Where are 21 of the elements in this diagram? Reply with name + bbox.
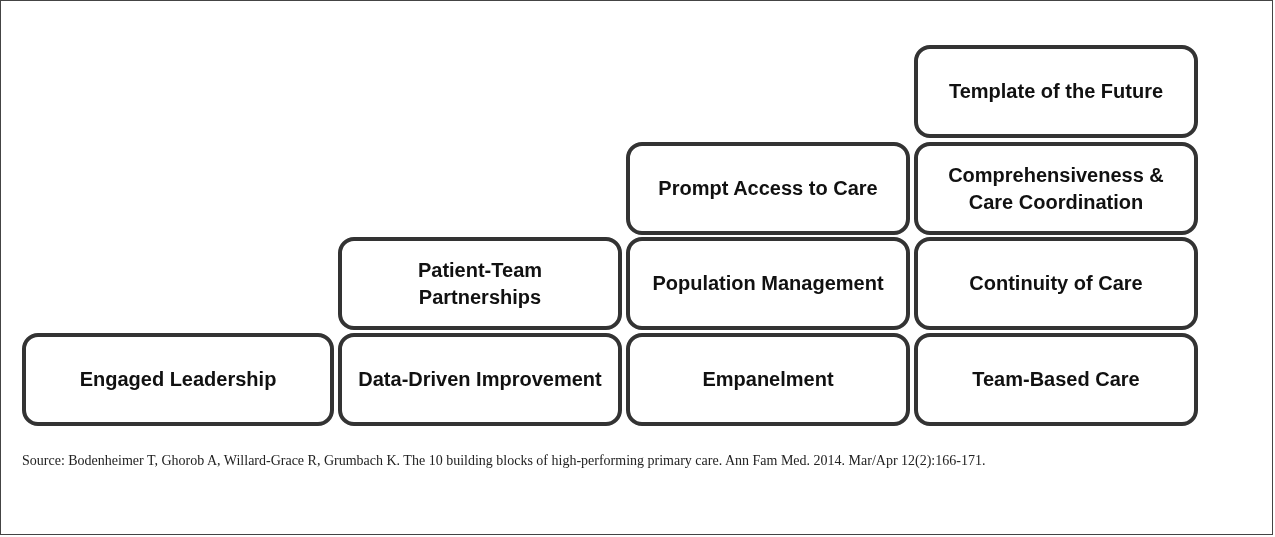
block-label: Empanelment (702, 367, 834, 392)
block-label: Prompt Access to Care (658, 176, 878, 201)
building-block (626, 237, 910, 330)
block-label: Engaged Leadership (79, 367, 277, 392)
block-label: Population Management (652, 271, 884, 296)
building-block (338, 237, 622, 330)
block-label: Patient-Team Partnerships (416, 257, 544, 310)
block-label: Data-Driven Improvement (358, 367, 602, 392)
building-block (914, 45, 1198, 138)
block-label: Template of the Future (948, 79, 1164, 104)
building-block (914, 142, 1198, 235)
building-block (914, 333, 1198, 426)
block-label: Comprehensiveness & Care Coordination (947, 162, 1165, 215)
source-caption: Source: Bodenheimer T, Ghorob A, Willard-Grace R, Grumbach K. The 10 building blocks of high-performing primary care. Ann Fam Med. 2014. Mar/Apr 12(2):166-171. (22, 452, 987, 470)
block-label: Team-Based Care (972, 367, 1140, 392)
building-block (626, 142, 910, 235)
building-block (626, 333, 910, 426)
building-block (914, 237, 1198, 330)
building-block (22, 333, 334, 426)
block-label: Continuity of Care (969, 271, 1143, 296)
building-block (338, 333, 622, 426)
